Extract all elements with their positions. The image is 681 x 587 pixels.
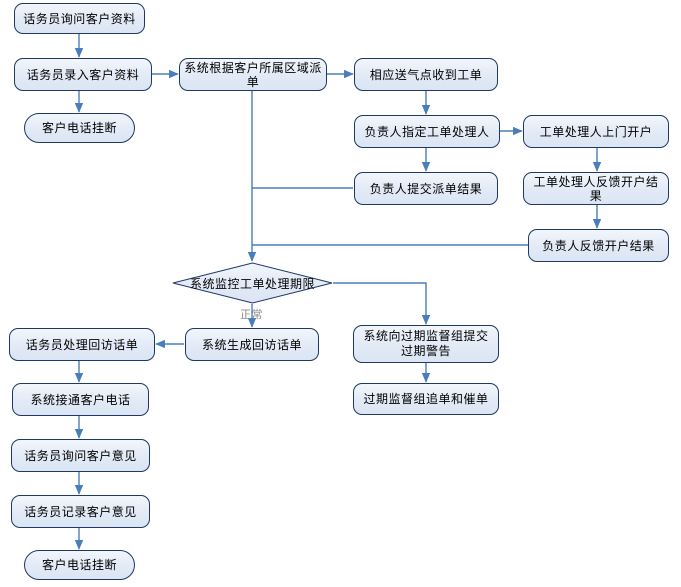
node-label: 话务员询问客户资料: [23, 11, 136, 26]
edge-decision-n18: [333, 282, 431, 325]
node-label: 话务员录入客户资料: [26, 67, 140, 82]
node-gas-station-receives-order[interactable]: 相应送气点收到工单: [354, 58, 498, 91]
node-label: 负责人提交派单结果: [369, 181, 483, 196]
node-label: 负责人指定工单处理人: [364, 124, 490, 139]
node-label: 系统向过期监督组提交过期警告: [363, 329, 489, 358]
node-label: 话务员询问客户意见: [24, 448, 137, 463]
node-label: 系统根据客户所属区域派单: [184, 60, 322, 89]
node-label: 系统接通客户电话: [30, 392, 131, 407]
node-system-monitors-deadline[interactable]: 系统监控工单处理期限: [172, 262, 333, 304]
node-customer-hangs-up-bottom[interactable]: 客户电话挂断: [24, 550, 135, 580]
node-label: 系统监控工单处理期限: [189, 276, 315, 291]
node-manager-assigns-handler[interactable]: 负责人指定工单处理人: [354, 115, 500, 148]
node-customer-hangs-up-top[interactable]: 客户电话挂断: [24, 113, 135, 143]
node-system-dispatch-by-region[interactable]: 系统根据客户所属区域派单: [179, 58, 327, 91]
node-label: 话务员记录客户意见: [24, 504, 137, 519]
node-label: 工单处理人上门开户: [539, 124, 653, 139]
node-label: 话务员处理回访话单: [25, 337, 139, 352]
node-handler-onsite-opens-account[interactable]: 工单处理人上门开户: [523, 115, 669, 148]
node-label: 负责人反馈开户结果: [542, 238, 655, 253]
node-manager-feedback-account-result[interactable]: 负责人反馈开户结果: [528, 229, 669, 262]
node-label: 过期监督组追单和催单: [363, 392, 489, 406]
node-system-connects-customer-call[interactable]: 系统接通客户电话: [12, 383, 149, 416]
node-label: 工单处理人反馈开户结果: [533, 174, 659, 203]
edge-label-normal: 正常: [240, 308, 263, 321]
node-handler-feedback-account-result[interactable]: 工单处理人反馈开户结果: [523, 172, 669, 205]
node-overdue-group-follows-up[interactable]: 过期监督组追单和催单: [353, 383, 499, 415]
node-system-generates-followup-order[interactable]: 系统生成回访话单: [185, 328, 319, 361]
node-label: 系统生成回访话单: [201, 337, 302, 352]
node-agent-asks-customer-opinion[interactable]: 话务员询问客户意见: [11, 439, 150, 472]
node-agent-records-customer-opinion[interactable]: 话务员记录客户意见: [11, 495, 150, 528]
node-agent-handles-followup-order[interactable]: 话务员处理回访话单: [9, 328, 155, 361]
diamond-shape: [172, 262, 333, 304]
node-manager-submits-dispatch-result[interactable]: 负责人提交派单结果: [354, 172, 498, 205]
node-system-submits-overdue-warning[interactable]: 系统向过期监督组提交过期警告: [353, 325, 499, 363]
node-agent-asks-customer-info[interactable]: 话务员询问客户资料: [14, 3, 145, 34]
node-label: 客户电话挂断: [41, 121, 117, 135]
node-agent-enters-customer-info[interactable]: 话务员录入客户资料: [14, 58, 152, 91]
node-label: 相应送气点收到工单: [369, 67, 483, 82]
node-label: 客户电话挂断: [41, 558, 117, 572]
